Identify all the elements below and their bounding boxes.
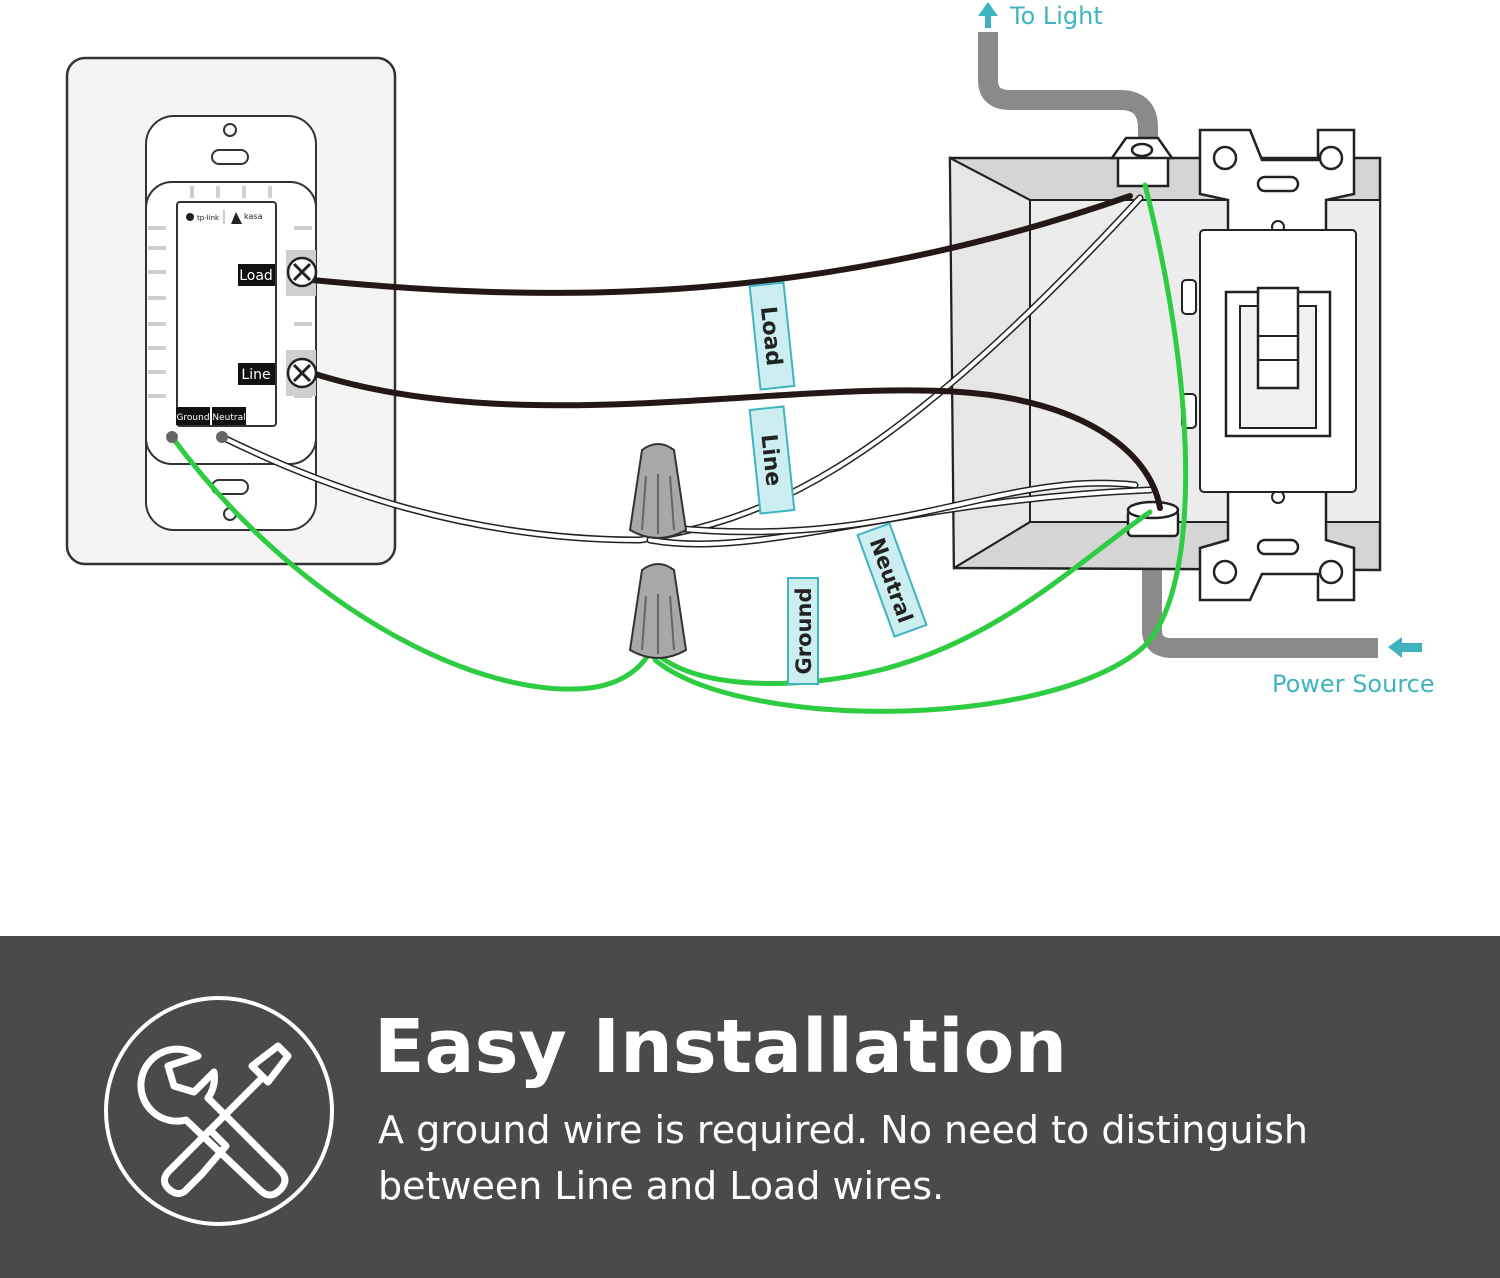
tag-load: Load: [748, 281, 796, 391]
wiring-diagram: To Light Power Source: [65, 2, 1435, 714]
kasa-logo-icon: [231, 212, 242, 224]
tag-line: Line: [748, 405, 796, 515]
brand-tplink: tp-link: [197, 214, 220, 222]
to-light-arrow-icon: [978, 2, 998, 28]
terminal-label-neutral: Neutral: [212, 413, 245, 423]
feature-banner: Easy Installation A ground wire is requi…: [0, 936, 1500, 1278]
terminal-label-ground: Ground: [176, 413, 209, 423]
wrench-screwdriver-icon: [104, 996, 334, 1226]
conduit-power-source: [1142, 565, 1378, 658]
wire-nuts: [628, 443, 688, 659]
banner-description: A ground wire is required. No need to di…: [378, 1108, 1308, 1208]
ground-wires: [169, 182, 1189, 714]
terminal-label-load: Load: [239, 268, 273, 284]
terminal-screws: [166, 256, 318, 443]
old-toggle-switch: [1198, 128, 1357, 602]
line-wire: [309, 370, 1163, 511]
svg-text:Load: Load: [755, 305, 786, 367]
to-light-label: To Light: [1009, 2, 1103, 30]
terminal-label-line: Line: [241, 367, 270, 383]
power-source-label: Power Source: [1272, 670, 1435, 698]
brand-kasa: kasa: [244, 212, 263, 221]
svg-text:Line: Line: [755, 433, 785, 487]
tag-ground: Ground: [787, 577, 819, 685]
tag-neutral: Neutral: [856, 522, 928, 638]
svg-text:Ground: Ground: [792, 588, 816, 675]
banner-title: Easy Installation: [374, 1004, 1068, 1090]
power-source-arrow-icon: [1388, 637, 1422, 658]
conduit-to-light: [978, 32, 1158, 145]
load-wire: [309, 193, 1133, 296]
